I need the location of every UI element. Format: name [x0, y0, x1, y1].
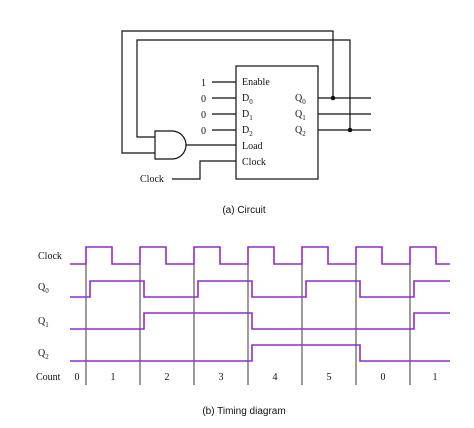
- count-value-5: 5: [327, 372, 332, 383]
- external-clock-label: Clock: [140, 174, 164, 185]
- timing-q0-label: Q0: [38, 282, 49, 295]
- clock-edge-markers: [85, 248, 411, 385]
- q2-waveform: [70, 344, 450, 362]
- count-value-4: 4: [273, 372, 278, 383]
- count-value-0: 0: [75, 372, 80, 383]
- d0-label: D0: [242, 93, 253, 106]
- circuit-caption: (a) Circuit: [222, 205, 266, 216]
- q0-waveform: [70, 280, 450, 298]
- enable-value: 1: [201, 78, 206, 89]
- d0-value: 0: [201, 94, 206, 105]
- count-value-1: 1: [111, 372, 116, 383]
- q0-junction-dot: [330, 95, 336, 101]
- block-clock-label: Clock: [242, 157, 266, 168]
- q1-waveform: [70, 312, 450, 330]
- counter-block: [235, 65, 319, 180]
- and-gate: [154, 130, 187, 160]
- count-value-2: 2: [165, 372, 170, 383]
- count-label: Count: [36, 372, 61, 383]
- circuit: [121, 30, 371, 180]
- d1-label: D1: [242, 109, 253, 122]
- count-value-3: 3: [219, 372, 224, 383]
- d2-label: D2: [242, 125, 253, 138]
- d2-value: 0: [201, 126, 206, 137]
- q0-feedback-wire: [121, 30, 334, 154]
- timing-clock-label: Clock: [38, 251, 62, 262]
- q2-output-label: Q2: [295, 125, 306, 138]
- q2-feedback-wire: [136, 39, 351, 138]
- count-value-7: 1: [433, 372, 438, 383]
- timing-q2-label: Q2: [38, 348, 49, 361]
- clock-waveform: [70, 246, 450, 265]
- count-value-6: 0: [381, 372, 386, 383]
- q1-output-label: Q1: [295, 109, 306, 122]
- load-label: Load: [242, 141, 263, 152]
- d1-value: 0: [201, 110, 206, 121]
- q0-output-label: Q0: [295, 93, 306, 106]
- clock-wire: [172, 160, 236, 180]
- q2-junction-dot: [347, 127, 353, 133]
- timing-caption: (b) Timing diagram: [202, 406, 285, 417]
- timing-q1-label: Q1: [38, 316, 49, 329]
- waveforms: [70, 246, 450, 362]
- enable-label: Enable: [242, 77, 270, 88]
